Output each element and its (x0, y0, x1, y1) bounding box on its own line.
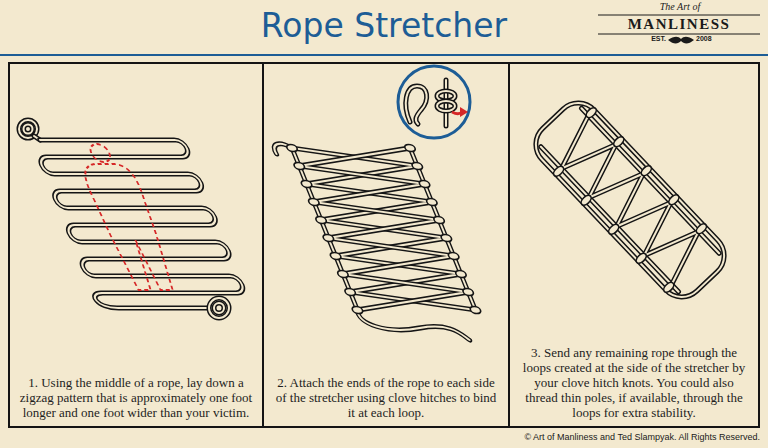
victim-outline (71, 144, 181, 290)
clove-hitch (469, 307, 482, 314)
rope-zigzag (24, 125, 33, 134)
clove-hitch (286, 145, 482, 314)
rope-stretcher (527, 94, 733, 306)
step-caption: 1. Using the middle of a rope, lay down … (18, 375, 254, 420)
logo-rule (598, 34, 760, 35)
step-panel: 1. Using the middle of a rope, lay down … (8, 62, 264, 428)
rope-zigzag (209, 298, 229, 318)
clove-hitch (307, 199, 320, 206)
rope-tied (292, 148, 475, 310)
rope-zigzag (209, 298, 229, 318)
clove-hitch (329, 253, 342, 260)
logo-text: 2008 (696, 35, 726, 43)
logo-text: The Art of (600, 1, 760, 13)
clove-hitch (315, 217, 328, 224)
copyright-note: © Art of Manliness and Ted Slampyak. All… (368, 432, 760, 442)
rope-tied (292, 148, 475, 310)
rope-tied (292, 148, 475, 310)
side-loop (552, 165, 566, 178)
side-loop (634, 252, 648, 265)
step-panel: 2. Attach the ends of the rope to each s… (262, 62, 510, 428)
rope-stretcher (527, 94, 733, 306)
mustache-icon (668, 37, 694, 44)
victim-outline (88, 144, 113, 162)
side-loop (640, 164, 654, 177)
knot-inset (437, 101, 455, 111)
side-loop (584, 106, 598, 119)
rope-zigzag (214, 303, 224, 313)
logo-text: EST. (636, 35, 666, 43)
clove-hitch (425, 199, 438, 206)
rope-zigzag (214, 303, 224, 313)
step-caption: 2. Attach the ends of the rope to each s… (272, 375, 500, 420)
rope-stretcher (541, 108, 719, 292)
clove-hitch (411, 163, 424, 170)
clove-hitch (351, 307, 364, 314)
side-loop (667, 193, 681, 206)
clove-hitch (462, 289, 475, 296)
clove-hitch (433, 217, 446, 224)
rope-stretcher (548, 115, 713, 284)
side-loop (579, 194, 593, 207)
knot-inset (437, 101, 455, 111)
knot-inset (406, 86, 427, 124)
side-loop (538, 106, 722, 294)
step-panel: 3. Send any remaining rope through the l… (508, 62, 760, 428)
clove-hitch (454, 271, 467, 278)
clove-hitch (344, 289, 357, 296)
victim-outline (79, 164, 181, 290)
rope-tied (272, 144, 493, 340)
rope-tied (292, 148, 475, 310)
side-loop (612, 135, 626, 148)
title-rule (0, 54, 768, 56)
step-caption: 3. Send any remaining rope through the l… (518, 345, 750, 420)
rope-zigzag (31, 140, 251, 308)
pull-arrow (460, 107, 468, 117)
rope-zigzag (24, 125, 33, 134)
rope-tied (292, 148, 475, 310)
clove-hitch (336, 271, 349, 278)
rope-zigzag (31, 140, 251, 308)
clove-hitch (447, 253, 460, 260)
clove-hitch (404, 145, 417, 152)
clove-hitch (293, 163, 306, 170)
rope-stretcher (541, 108, 719, 292)
clove-hitch (286, 145, 299, 152)
clove-hitch (418, 181, 431, 188)
rope-stretcher (525, 93, 734, 308)
clove-hitch (440, 235, 453, 242)
knot-inset (398, 66, 470, 138)
logo-text: MANLINESS (598, 16, 760, 33)
logo-rule (598, 15, 760, 16)
clove-hitch (300, 181, 313, 188)
rope-stretcher (548, 115, 713, 284)
side-loop (607, 223, 621, 236)
side-loop (695, 222, 709, 235)
knot-inset (398, 66, 470, 138)
knot-inset (406, 86, 427, 124)
rope-tied (272, 144, 493, 340)
rope-zigzag (19, 120, 251, 318)
clove-hitch (322, 235, 335, 242)
rope-tied (292, 148, 475, 310)
side-loop (662, 281, 676, 294)
rope-zigzag (31, 140, 251, 308)
